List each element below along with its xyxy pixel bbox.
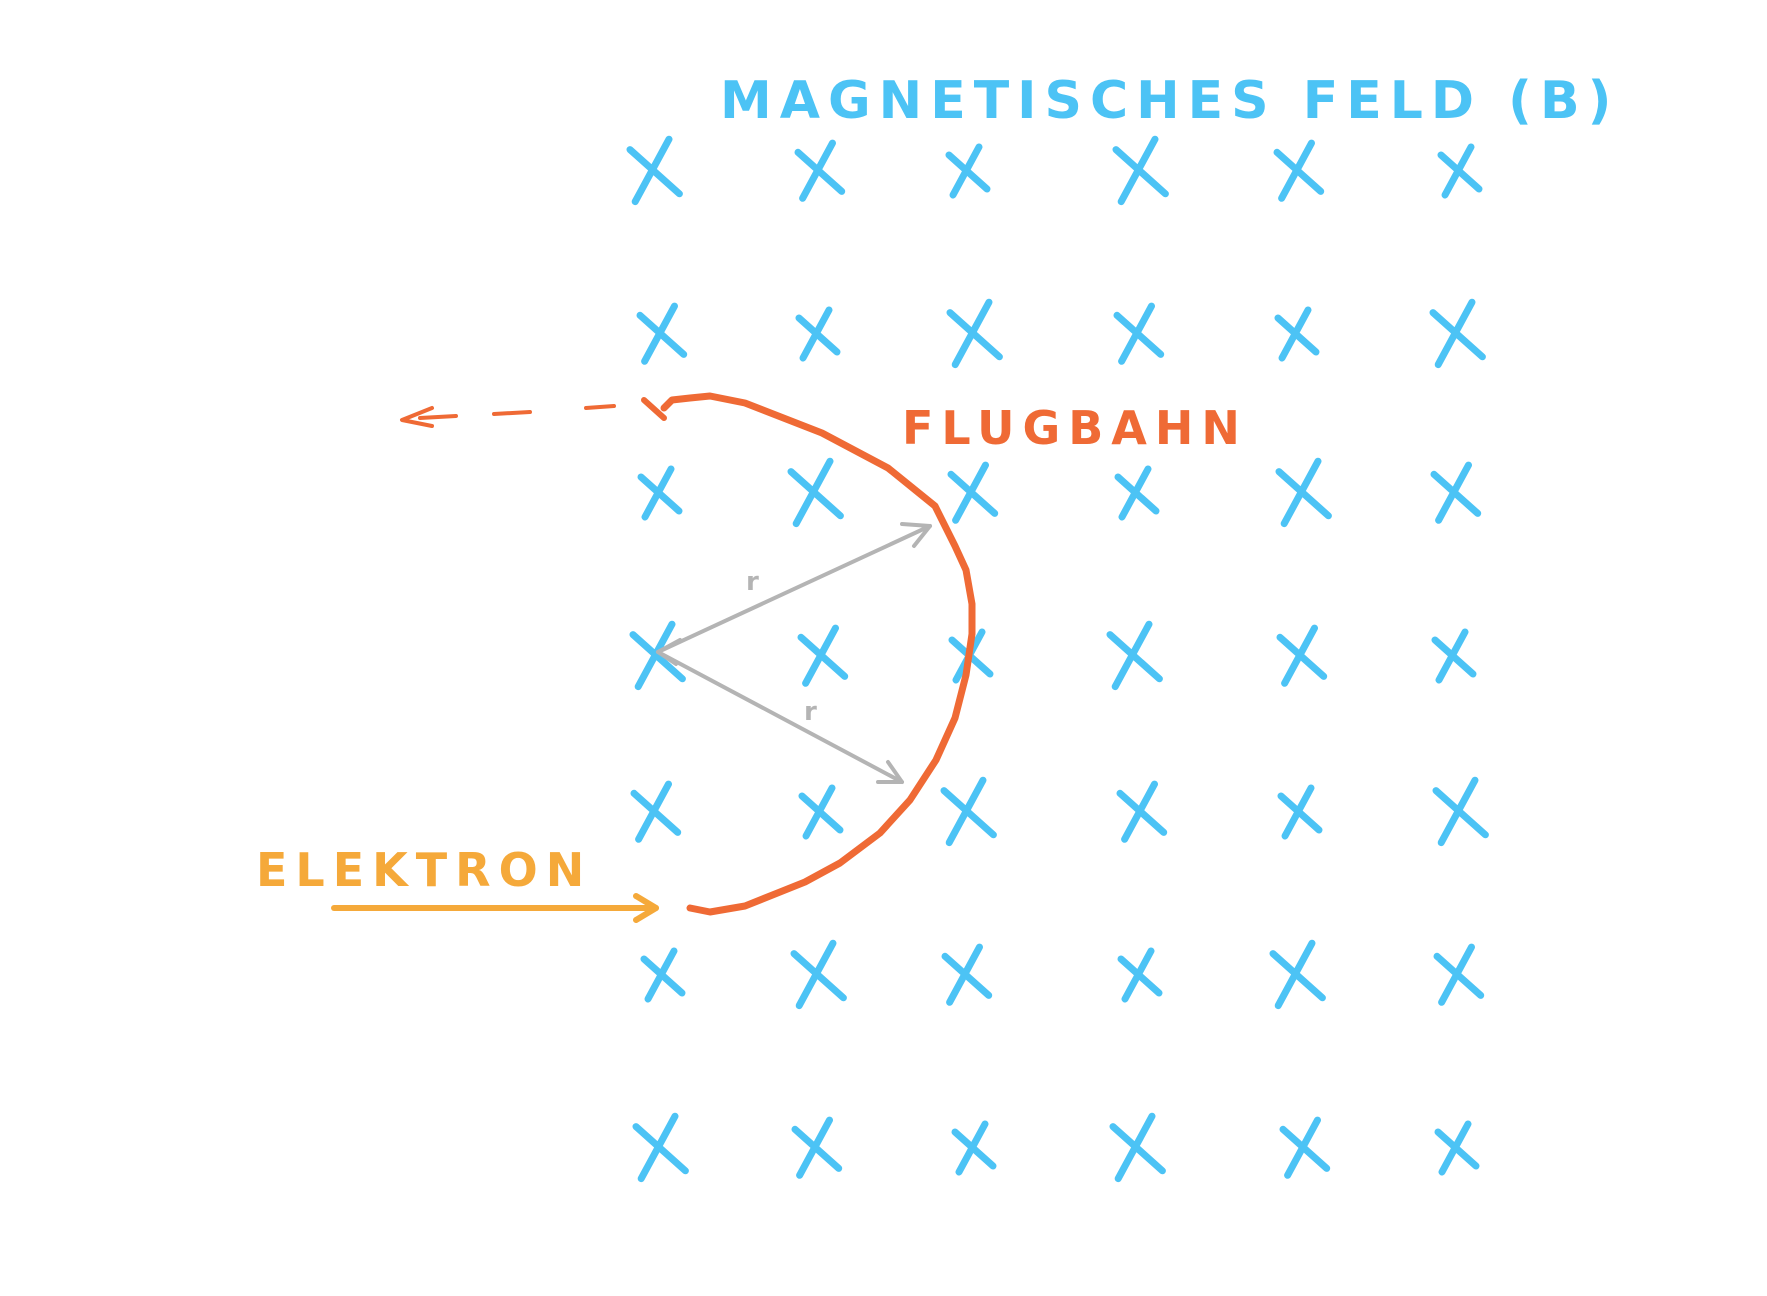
field-cross-icon bbox=[1430, 461, 1482, 524]
field-cross-icon bbox=[941, 943, 993, 1006]
radius-arrow-lower bbox=[656, 650, 904, 784]
field-cross-icon bbox=[626, 135, 683, 206]
field-cross-icon bbox=[630, 780, 682, 843]
field-cross-icon bbox=[1432, 776, 1489, 847]
field-cross-icon bbox=[795, 306, 841, 362]
field-cross-icon bbox=[1273, 139, 1325, 202]
field-cross-icon bbox=[1117, 947, 1163, 1003]
field-cross-icon bbox=[1431, 628, 1477, 684]
field-cross-icon bbox=[636, 302, 688, 365]
field-cross-icon bbox=[640, 947, 686, 1003]
exit-dashed-arrow bbox=[400, 397, 667, 428]
field-cross-icon bbox=[629, 620, 686, 691]
radius-label-lower: r bbox=[804, 697, 817, 727]
field-cross-icon bbox=[940, 776, 997, 847]
radius-arrow-upper bbox=[656, 524, 932, 654]
field-cross-icon bbox=[945, 143, 991, 199]
field-cross-icon bbox=[787, 457, 844, 528]
electron-label: ELEKTRON bbox=[256, 843, 592, 897]
radius-arrows: r r bbox=[656, 522, 932, 784]
field-cross-icon bbox=[1116, 780, 1168, 843]
radius-arrow-upper-head bbox=[900, 522, 932, 548]
field-cross-icon bbox=[947, 461, 999, 524]
field-cross-icon bbox=[1277, 784, 1323, 840]
field-cross-icon bbox=[791, 1116, 843, 1179]
trajectory-label: FLUGBAHN bbox=[902, 401, 1248, 455]
field-cross-icon bbox=[1109, 1112, 1166, 1183]
field-cross-icon bbox=[794, 139, 846, 202]
radius-arrow-lower-head bbox=[876, 760, 904, 784]
field-cross-icon bbox=[951, 1120, 997, 1176]
radius-label-upper: r bbox=[746, 567, 759, 597]
field-cross-icon bbox=[946, 298, 1003, 369]
field-cross-icon bbox=[797, 624, 849, 687]
magnetic-field-grid bbox=[626, 135, 1489, 1183]
field-cross-icon bbox=[1112, 135, 1169, 206]
field-cross-icon bbox=[1433, 943, 1485, 1006]
field-cross-icon bbox=[790, 939, 847, 1010]
field-cross-icon bbox=[1106, 620, 1163, 691]
field-cross-icon bbox=[1114, 465, 1160, 521]
field-cross-icon bbox=[1275, 457, 1332, 528]
electron-arrow bbox=[331, 893, 659, 923]
field-cross-icon bbox=[1276, 624, 1328, 687]
field-cross-icon bbox=[1279, 1116, 1331, 1179]
field-cross-icon bbox=[1274, 306, 1320, 362]
field-cross-icon bbox=[637, 465, 683, 521]
field-cross-icon bbox=[1429, 298, 1486, 369]
field-cross-icon bbox=[1113, 302, 1165, 365]
field-cross-icon bbox=[1269, 939, 1326, 1010]
field-cross-icon bbox=[1437, 143, 1483, 199]
trajectory-path bbox=[660, 392, 976, 916]
field-cross-icon bbox=[632, 1112, 689, 1183]
field-cross-icon bbox=[798, 784, 844, 840]
diagram-title: MAGNETISCHES FELD (B) bbox=[720, 71, 1619, 131]
field-cross-icon bbox=[1434, 1120, 1480, 1176]
